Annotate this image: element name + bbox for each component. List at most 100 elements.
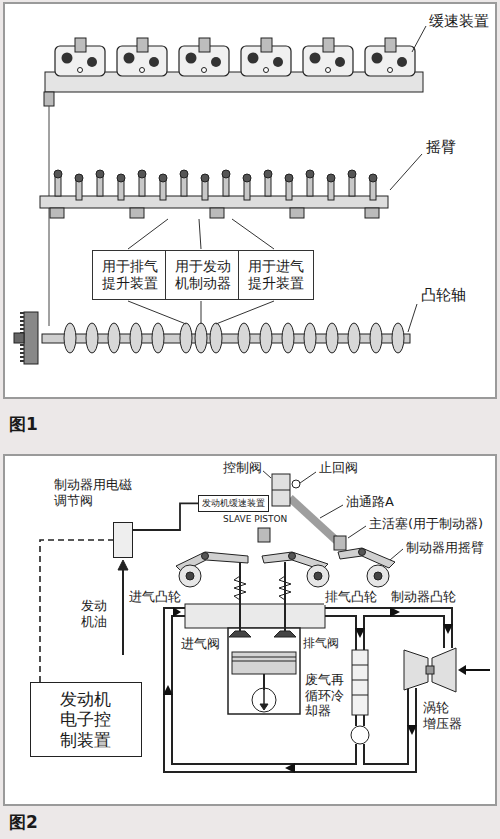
rocker-arm-assembly: [365, 208, 379, 218]
label-holder: 摇臂: [425, 138, 457, 156]
leader-line: [199, 219, 201, 249]
label-holder: 排气凸轮: [324, 589, 378, 605]
rocker-arm-assembly: [243, 174, 251, 200]
label-holder: 图1: [8, 414, 39, 434]
brake-hydraulics: [290, 498, 338, 542]
label-holder: 图2: [8, 812, 39, 832]
rocker-arm-assembly: [180, 170, 188, 196]
figure-panel: [4, 455, 496, 805]
leader-line: [348, 526, 366, 538]
part-label: 废气再 循环冷 却器: [304, 672, 350, 719]
rocker-arm: [202, 553, 209, 560]
camshaft: [86, 323, 98, 353]
cam: [314, 572, 322, 580]
label-holder: SLAVE PISTON: [222, 514, 288, 525]
oil-feed-arrow: [118, 560, 128, 570]
oil-feed-arrow: [118, 560, 128, 655]
rocker-arm-assembly: [96, 170, 104, 196]
leader-line: [216, 301, 274, 324]
valve: [234, 576, 246, 600]
part-label: 油通路A: [345, 494, 395, 510]
rocker-arm-assembly: [75, 174, 83, 200]
camshaft: [14, 312, 410, 364]
part-label: 进气凸轮: [128, 589, 182, 605]
brake-hydraulics: [334, 536, 346, 550]
camshaft: [14, 333, 24, 343]
brake-hydraulics: [292, 480, 300, 488]
label-holder: 进气阀: [180, 636, 221, 652]
flow-arrow: [390, 607, 400, 617]
retarder-assembly: [365, 38, 415, 76]
part-label: 排气阀: [302, 636, 340, 650]
label-holder: 排气阀: [302, 636, 340, 650]
intake-exhaust-pipes: [325, 612, 448, 648]
flow-arrow: [355, 628, 365, 638]
connector: [133, 503, 198, 530]
camshaft: [282, 323, 294, 353]
camshaft: [238, 323, 250, 353]
engine-cylinder: [232, 657, 296, 658]
rocker-arm-assembly: [285, 174, 293, 200]
label-holder: 凸轮轴: [420, 286, 467, 304]
leader-line: [232, 219, 274, 249]
valve: [229, 631, 251, 637]
leader-line: [390, 154, 422, 190]
rocker-arm-assembly: [54, 170, 62, 196]
retarder-assembly: [241, 38, 291, 76]
leader-line: [128, 219, 168, 249]
valve: [279, 576, 291, 600]
label-holder: 控制阀: [222, 460, 263, 476]
part-label: 发动 机油: [80, 598, 113, 629]
egr-cooler: [352, 650, 368, 715]
rocker-arm-assembly: [264, 170, 272, 196]
rocker-arm-assembly: [222, 170, 230, 196]
brake-hydraulics: [258, 528, 270, 542]
camshaft: [326, 323, 338, 353]
retarder-assembly: [303, 38, 353, 76]
valve: [239, 562, 241, 634]
leader-line: [412, 26, 426, 52]
flow-arrow: [163, 685, 173, 695]
rocker-arm-assembly: [290, 208, 304, 218]
camshaft: [130, 323, 142, 353]
part-label: 排气凸轮: [324, 589, 378, 605]
camshaft: [370, 323, 382, 353]
retarder-assembly: [117, 38, 167, 76]
leader-line: [128, 301, 186, 324]
leader-line: [128, 26, 426, 332]
part-label: 止回阀: [318, 460, 359, 476]
intake-exhaust-pipes: [168, 612, 412, 768]
egr-cooler: [352, 680, 368, 681]
rocker-arm-assembly: [369, 174, 377, 200]
label-holder: 油通路A: [345, 494, 395, 510]
flow-arrow: [443, 624, 453, 634]
box-text: 发动机 电子控 制装置: [57, 689, 115, 750]
part-label: 进气阀: [180, 636, 221, 652]
retarder-assembly: [49, 106, 50, 326]
turbocharger: [426, 666, 434, 674]
purpose-box: 用于进气 提升装置: [238, 250, 314, 300]
label-holder: 进气凸轮: [128, 589, 182, 605]
camshaft: [260, 323, 272, 353]
engine-cylinder: [260, 704, 268, 710]
flow-arrow: [458, 665, 466, 675]
engine-cylinder: [232, 661, 296, 662]
part-label: 缓速装置: [428, 12, 490, 30]
leader-line: [390, 549, 403, 560]
part-label: 制动器凸轮: [390, 589, 457, 605]
engine-cylinder: [228, 628, 300, 714]
egr-cooler: [352, 695, 368, 696]
retarder-assembly: [55, 38, 105, 76]
leader-line: [262, 470, 271, 478]
camshaft: [304, 323, 316, 353]
part-label: 摇臂: [425, 138, 457, 156]
box-text: 用于发动 机制动器: [172, 258, 234, 292]
flow-arrow: [285, 763, 295, 773]
rocker-arm-assembly: [306, 170, 314, 196]
rocker-arm: [359, 549, 366, 556]
camshaft: [108, 323, 120, 353]
intake-exhaust-pipes: [168, 612, 448, 768]
egr-cooler: [351, 650, 369, 744]
purpose-box: 用于排气 提升装置: [92, 250, 168, 300]
egr-cooler: [351, 726, 369, 744]
